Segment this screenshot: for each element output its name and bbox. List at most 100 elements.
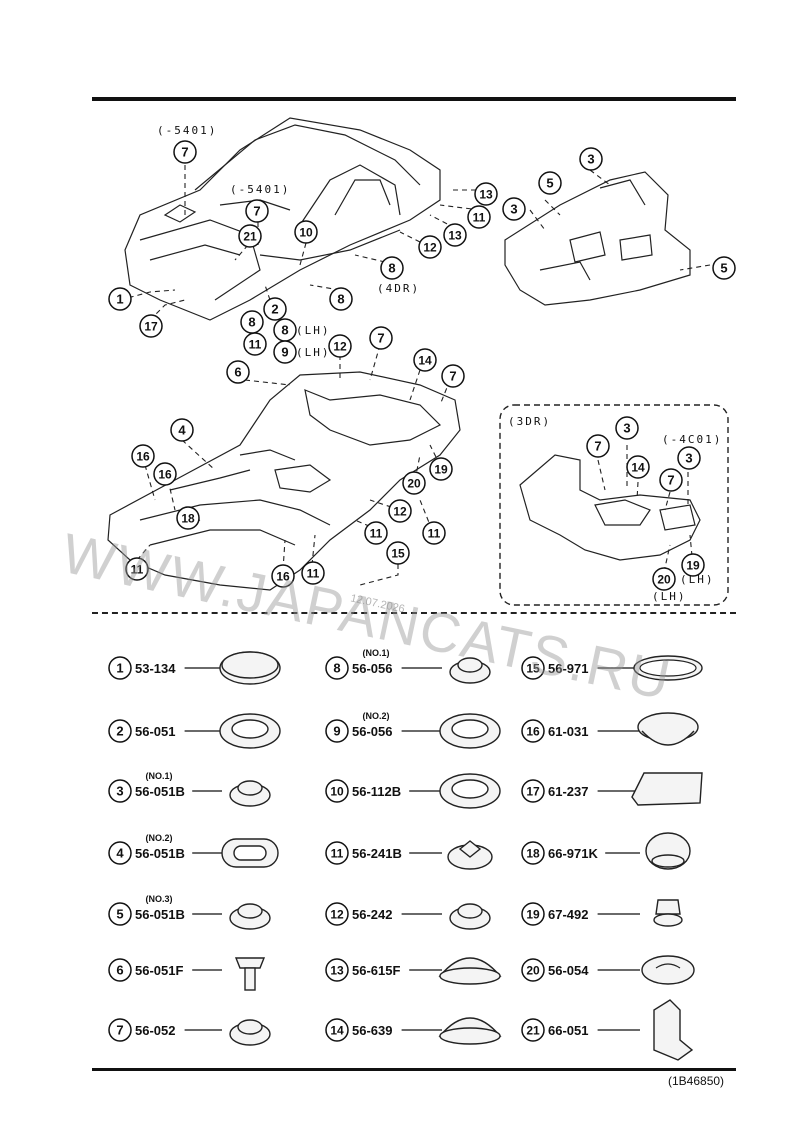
legend-row: 8(NO.1)56-056 [325,648,491,684]
legend-num-6: 6 [108,958,132,982]
part-note: (NO.3) [146,894,173,904]
top-rule [92,97,736,101]
svg-text:13: 13 [448,229,462,243]
callout-7: 7 [245,199,269,223]
section-divider [92,612,736,614]
svg-text:1: 1 [116,661,123,676]
svg-text:12: 12 [330,908,344,922]
legend-num-3: 3 [108,779,132,803]
callout-9: 9 [273,340,297,364]
legend-row: 17 61-237 [521,772,703,806]
svg-text:9: 9 [333,724,340,739]
svg-text:15: 15 [526,662,540,676]
callout-3: 3 [502,197,526,221]
legend-row: 3 (NO.1) 56-051B [108,771,271,807]
legend-row: 5 (NO.3) 56-051B [108,894,271,930]
svg-text:12: 12 [423,241,437,255]
part-note: (NO.1) [363,648,390,658]
part-drawing [219,713,281,749]
svg-text:8: 8 [337,292,344,307]
variant-label: (LH) [652,590,687,603]
callout-3: 3 [677,446,701,470]
callout-16: 16 [131,444,155,468]
callout-12: 12 [328,334,352,358]
part-number: 56-242 [352,907,392,922]
part-number: 56-639 [352,1023,392,1038]
variant-label: (LH) [296,346,331,359]
callout-8: 8 [329,287,353,311]
callout-11: 11 [364,521,388,545]
svg-text:15: 15 [391,547,405,561]
callout-6: 6 [226,360,250,384]
legend-row: 18 66-971K [521,832,691,870]
callout-16: 16 [271,564,295,588]
svg-text:7: 7 [667,473,674,488]
legend-num-20: 20 [521,958,545,982]
part-number: 56-056 [352,661,392,676]
svg-text:6: 6 [234,365,241,380]
svg-text:4: 4 [116,846,124,861]
svg-text:11: 11 [307,567,320,581]
callout-14: 14 [413,348,437,372]
part-number: 56-051B [135,784,185,799]
part-note: (NO.2) [363,711,390,721]
svg-text:4: 4 [178,423,186,438]
svg-text:5: 5 [720,261,727,276]
legend-num-17: 17 [521,779,545,803]
svg-text:5: 5 [116,907,123,922]
part-note: (NO.1) [146,771,173,781]
part-drawing [229,1019,271,1046]
part-drawing [645,832,691,870]
part-number: 66-971K [548,846,598,861]
svg-text:1: 1 [116,292,123,307]
variant-label: (4DR) [377,282,420,295]
part-number: 56-051B [135,907,185,922]
part-drawing [439,773,501,809]
part-number: 61-237 [548,784,588,799]
callout-11: 11 [125,557,149,581]
svg-text:7: 7 [377,331,384,346]
callout-7: 7 [441,364,465,388]
svg-text:11: 11 [370,527,383,541]
part-drawing [653,999,694,1061]
part-number: 67-492 [548,907,588,922]
svg-text:17: 17 [526,785,540,799]
svg-text:19: 19 [526,908,540,922]
callout-8: 8 [273,318,297,342]
part-drawing [229,780,271,807]
legend-num-10: 10 [325,779,349,803]
svg-text:7: 7 [116,1023,123,1038]
callout-2: 2 [263,297,287,321]
svg-text:11: 11 [249,338,262,352]
part-number: 53-134 [135,661,176,676]
3dr-inset: (3DR) [499,404,729,606]
part-drawing [439,713,501,749]
svg-text:11: 11 [428,527,441,541]
part-drawing [219,651,281,685]
legend-num-18: 18 [521,841,545,865]
svg-text:6: 6 [116,963,123,978]
callout-8: 8 [380,256,404,280]
callout-7: 7 [173,140,197,164]
callout-16: 16 [153,462,177,486]
svg-text:16: 16 [136,450,150,464]
svg-text:2: 2 [116,724,123,739]
part-drawing [234,957,266,991]
svg-text:20: 20 [657,573,671,587]
part-number: 56-056 [352,724,392,739]
part-drawing [631,772,703,806]
part-number: 56-052 [135,1023,175,1038]
legend-row: 7 56-052 [108,1018,271,1046]
callout-1: 1 [108,287,132,311]
svg-text:17: 17 [144,320,158,334]
part-drawing [637,712,699,746]
svg-text:18: 18 [526,847,540,861]
callout-3: 3 [615,416,639,440]
svg-text:14: 14 [631,461,645,475]
svg-text:18: 18 [181,512,195,526]
